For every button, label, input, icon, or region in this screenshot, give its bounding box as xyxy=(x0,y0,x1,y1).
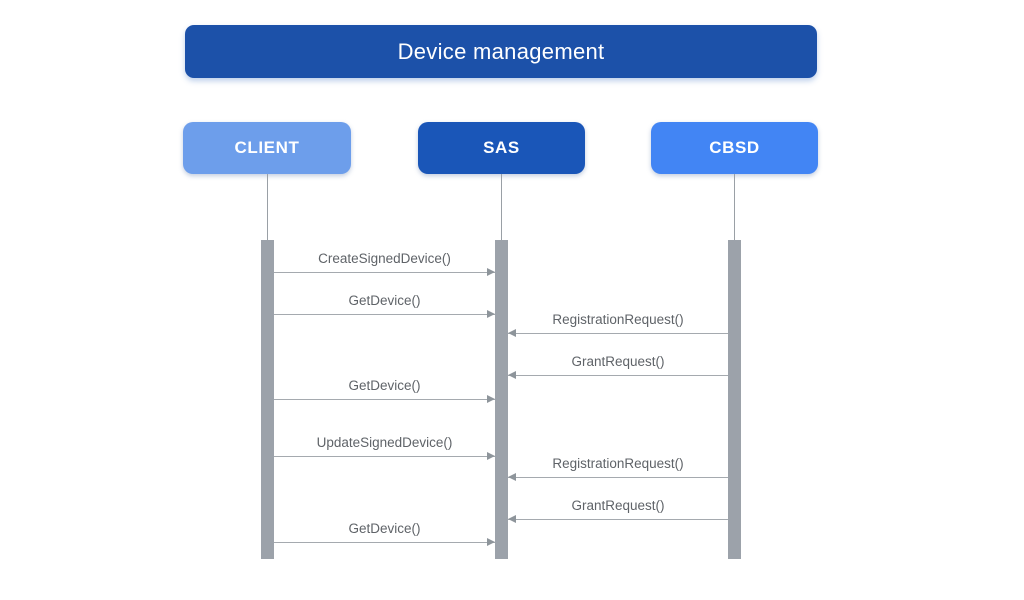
actor-cbsd: CBSD xyxy=(651,122,818,174)
arrowhead-left-icon xyxy=(508,515,516,523)
message-arrow-line xyxy=(508,375,728,376)
message-arrow-line xyxy=(508,333,728,334)
message-arrow-line xyxy=(508,519,728,520)
lifeline-client xyxy=(267,174,268,240)
message-label: UpdateSignedDevice() xyxy=(316,435,453,450)
actor-client: CLIENT xyxy=(183,122,351,174)
message-label: RegistrationRequest() xyxy=(552,312,684,327)
message-label: GetDevice() xyxy=(348,378,421,393)
actor-client-label: CLIENT xyxy=(234,138,300,157)
arrowhead-right-icon xyxy=(487,310,495,318)
diagram-title: Device management xyxy=(185,25,817,78)
arrowhead-right-icon xyxy=(487,395,495,403)
message-label: GetDevice() xyxy=(348,521,421,536)
arrowhead-left-icon xyxy=(508,371,516,379)
lifeline-sas xyxy=(501,174,502,240)
arrowhead-right-icon xyxy=(487,268,495,276)
message-label: GrantRequest() xyxy=(571,498,665,513)
actor-cbsd-label: CBSD xyxy=(709,138,760,157)
arrowhead-left-icon xyxy=(508,329,516,337)
arrowhead-right-icon xyxy=(487,452,495,460)
message-arrow-line xyxy=(274,314,495,315)
activation-bar-cbsd xyxy=(728,240,741,559)
actor-sas-label: SAS xyxy=(483,138,520,157)
message-label: GetDevice() xyxy=(348,293,421,308)
activation-bar-sas xyxy=(495,240,508,559)
message-label: RegistrationRequest() xyxy=(552,456,684,471)
arrowhead-right-icon xyxy=(487,538,495,546)
message-arrow-line xyxy=(274,272,495,273)
diagram-title-label: Device management xyxy=(397,38,605,64)
message-arrow-line xyxy=(508,477,728,478)
actor-sas: SAS xyxy=(418,122,585,174)
message-arrow-line xyxy=(274,399,495,400)
message-arrow-line xyxy=(274,542,495,543)
arrowhead-left-icon xyxy=(508,473,516,481)
activation-bar-client xyxy=(261,240,274,559)
message-arrow-line xyxy=(274,456,495,457)
lifeline-cbsd xyxy=(734,174,735,240)
message-label: GrantRequest() xyxy=(571,354,665,369)
message-label: CreateSignedDevice() xyxy=(318,251,451,266)
